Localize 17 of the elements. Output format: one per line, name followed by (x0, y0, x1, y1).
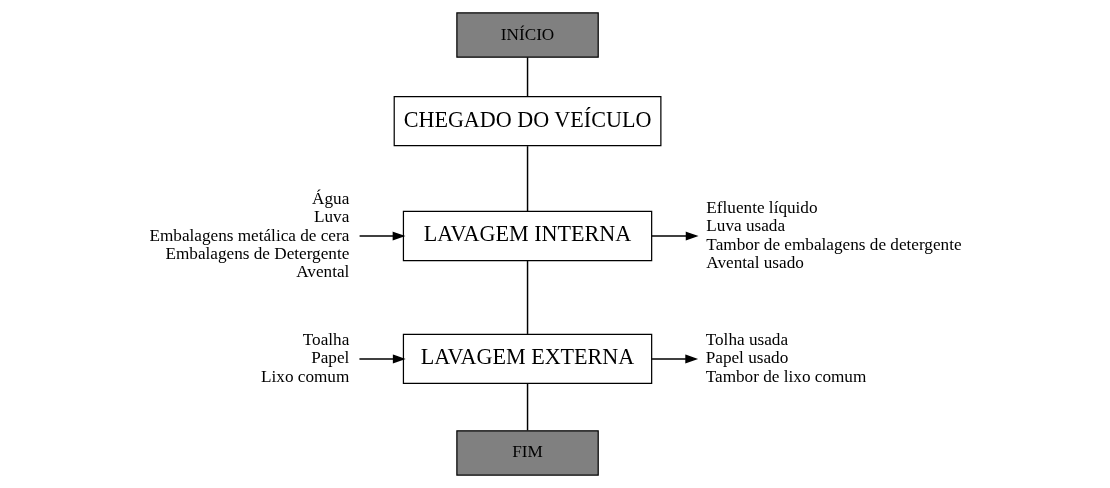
node-text: Efluente líquido Luva usada Tambor de embalagens de detergente Avental usado (705, 197, 962, 273)
connector (526, 56, 528, 97)
node-box: INÍCIO (455, 12, 599, 58)
connector (526, 382, 528, 432)
connector (526, 260, 528, 335)
node-box: FIM (455, 430, 599, 476)
node-text: Tolha usada Papel usado Tambor de lixo comum (705, 330, 866, 386)
node-text: Água Luva Embalagens metálica de cera Embalagens de Detergente Avental (148, 188, 349, 282)
arrow (358, 354, 406, 364)
node-text: Toalha Papel Lixo comum (260, 330, 349, 386)
arrow (650, 231, 699, 241)
arrow (650, 354, 698, 364)
connector (526, 145, 528, 213)
node-box: LAVAGEM EXTERNA (402, 333, 652, 385)
node-box: LAVAGEM INTERNA (402, 210, 652, 262)
arrow (358, 231, 405, 241)
node-box: CHEGADO DO VEÍCULO (393, 95, 661, 147)
